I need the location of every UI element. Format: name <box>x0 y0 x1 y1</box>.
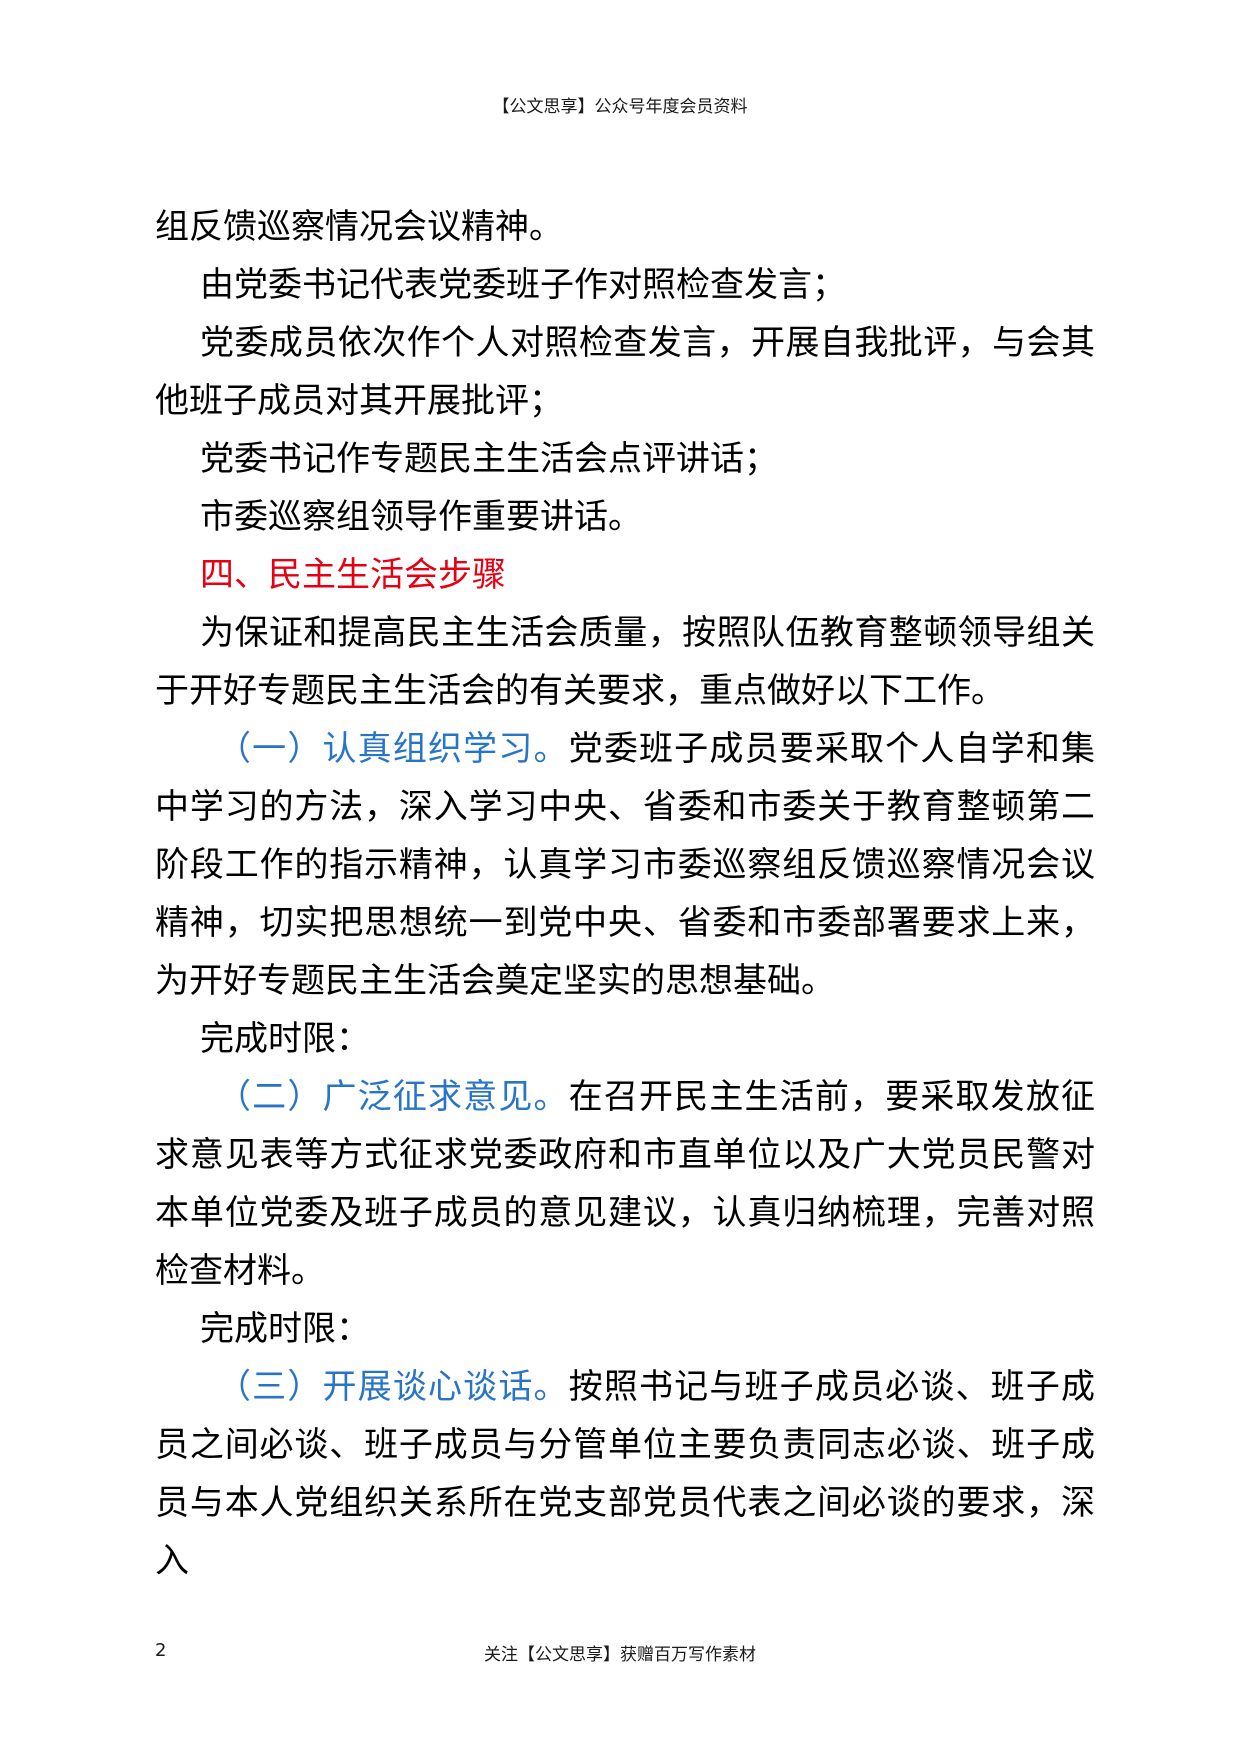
paragraph-2: 由党委书记代表党委班子作对照检查发言； <box>200 265 846 305</box>
item-3: （三）开展谈心谈话。按照书记与班子成员必谈、班子成员之间必谈、班子成员与分管单位… <box>155 1358 1095 1590</box>
item-2-title: （二）广泛征求意见。 <box>217 1077 569 1117</box>
deadline-2: 完成时限： <box>200 1309 370 1349</box>
paragraph-1: 组反馈巡察情况会议精神。 <box>155 207 563 247</box>
paragraph-3: 党委成员依次作个人对照检查发言，开展自我批评，与会其他班子成员对其开展批评； <box>155 323 1095 421</box>
item-2: （二）广泛征求意见。在召开民主生活前，要采取发放征求意见表等方式征求党委政府和市… <box>155 1068 1095 1300</box>
item-3-title: （三）开展谈心谈话。 <box>217 1367 569 1407</box>
paragraph-5: 市委巡察组领导作重要讲话。 <box>200 497 642 537</box>
document-body: 组反馈巡察情况会议精神。 由党委书记代表党委班子作对照检查发言； 党委成员依次作… <box>155 198 1095 1590</box>
deadline-1: 完成时限： <box>200 1019 370 1059</box>
paragraph-6: 为保证和提高民主生活会质量，按照队伍教育整顿领导组关于开好专题民主生活会的有关要… <box>155 613 1095 711</box>
page-number: 2 <box>155 1640 167 1661</box>
section-heading: 四、民主生活会步骤 <box>200 555 506 595</box>
item-1-text: 党委班子成员要采取个人自学和集中学习的方法，深入学习中央、省委和市委关于教育整顿… <box>155 729 1096 1001</box>
item-3-text: 按照书记与班子成员必谈、班子成员之间必谈、班子成员与分管单位主要负责同志必谈、班… <box>155 1367 1096 1581</box>
page-header: 【公文思享】公众号年度会员资料 <box>492 97 748 117</box>
paragraph-4: 党委书记作专题民主生活会点评讲话； <box>200 439 778 479</box>
item-1-title: （一）认真组织学习。 <box>217 729 569 769</box>
item-2-text: 在召开民主生活前，要采取发放征求意见表等方式征求党委政府和市直单位以及广大党员民… <box>155 1077 1096 1291</box>
page-footer: 关注【公文思享】获赠百万写作素材 <box>484 1645 756 1665</box>
item-1: （一）认真组织学习。党委班子成员要采取个人自学和集中学习的方法，深入学习中央、省… <box>155 720 1095 1010</box>
